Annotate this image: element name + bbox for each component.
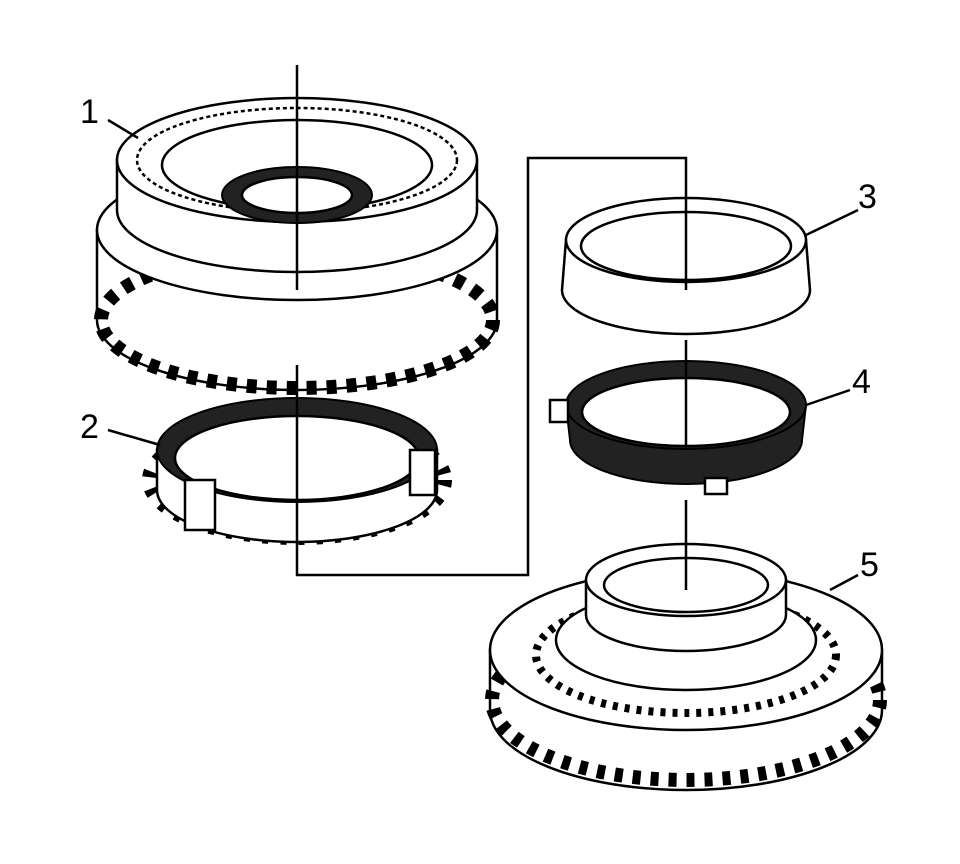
callout-4: 4 [852,363,871,401]
callout-1: 1 [80,93,99,131]
callout-2: 2 [80,408,99,446]
part-4-inner-ring [548,360,808,496]
callout-3: 3 [858,178,877,216]
assembly-lines [295,65,688,590]
callout-5: 5 [860,546,879,584]
leader-lines [107,118,859,592]
